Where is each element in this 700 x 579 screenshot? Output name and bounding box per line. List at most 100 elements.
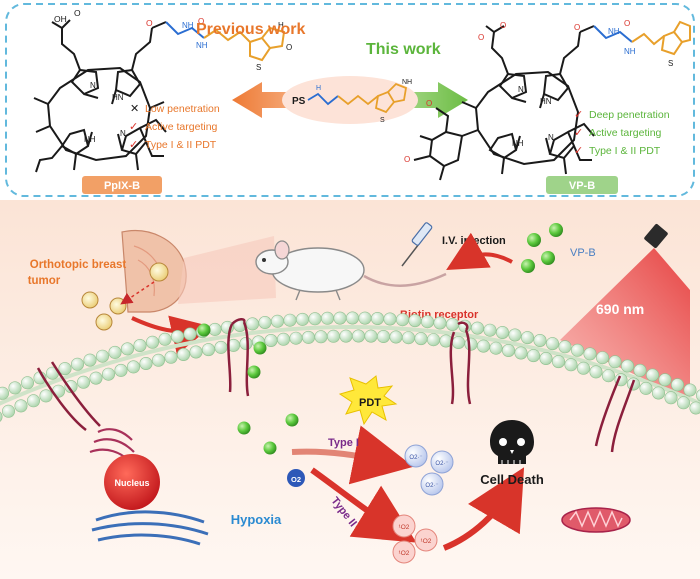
lipid-head [102,367,116,381]
ppixb-label-box [82,176,162,194]
check-icon: ✓ [129,121,138,133]
injection-label: I.V. injection [442,235,506,247]
wavelength-label: 690 nm [596,301,644,317]
right-biotin-chain [593,25,633,43]
lipid-head [470,321,484,335]
atom-o: O [286,43,292,52]
atom-o: O [146,18,153,28]
nucleus-label: Nucleus [114,478,149,488]
lipid-head [301,330,315,344]
vpb-structure [413,25,595,181]
feature-text: Active targeting [145,121,218,133]
linker-biotin [337,82,408,114]
lipid-head [20,376,34,390]
lipid-head [551,355,565,369]
atom-nh: NH [512,139,524,148]
atom-o: O [478,33,484,42]
lipid-head [464,337,478,351]
lipid-head [58,362,72,376]
lipid-head [239,336,253,350]
lipid-head [483,323,497,337]
lipid-head [508,328,522,342]
lipid-head [164,350,178,364]
radical-label: O2·⁻ [425,483,438,489]
lipid-head [520,331,534,345]
lipid-head [26,394,40,408]
check-icon: ✓ [574,127,583,139]
lipid-head [14,399,28,413]
lipid-head [426,333,440,347]
lipid-head [89,371,103,385]
pdt-label: PDT [359,397,381,409]
lipid-head [208,322,222,336]
lipid-head [127,360,141,374]
left-feature-list: ✕ Low penetration ✓ Active targeting ✓ T… [129,103,220,151]
lipid-head [676,396,690,410]
lipid-head [364,329,378,343]
check-icon: ✓ [574,109,583,121]
lipid-head [39,389,53,403]
atom-nh: NH [84,135,96,144]
laser-beam [560,248,690,400]
left-biotin-chain [203,26,286,62]
type1-label: Type I [328,437,359,449]
lipid-head [358,311,372,325]
lipid-head [408,314,422,328]
lipid-head [389,330,403,344]
this-work-title: This work [366,41,441,58]
lipid-head [501,343,515,357]
atom-h: H [316,85,321,92]
singlet-label: ¹O2 [421,538,432,545]
atom-s: S [256,63,261,72]
syringe-icon [401,222,433,267]
membrane-core [0,324,700,406]
atom-o: O [574,23,580,32]
lipid-head [146,335,160,349]
right-feature-list: ✓ Deep penetration ✓ Active targeting ✓ … [574,109,670,157]
lipid-head [0,386,9,400]
lipid-head [401,331,415,345]
zoom-beam [178,236,276,304]
lipid-head [64,380,78,394]
lipid-head [420,315,434,329]
lipid-head [264,333,278,347]
lipid-head [326,329,340,343]
lipid-head [370,311,384,325]
lipid-head [583,347,597,361]
check-icon: ✓ [574,145,583,157]
type1-arrow [291,425,414,485]
radical-label: O2·⁻ [409,455,422,461]
singlet-label: ¹O2 [399,524,410,531]
lipid-head [96,349,110,363]
lipid-head [526,349,540,363]
atom-hn: HN [112,93,124,102]
lipid-head [489,341,503,355]
lipid-head [558,340,572,354]
lipid-head [514,346,528,360]
dashed-arrow [120,281,155,305]
lipid-head [214,340,228,354]
feature-text: Deep penetration [589,109,670,121]
lipid-head [664,391,678,405]
lipid-head [645,368,659,382]
lipid-head [8,381,22,395]
lipid-head [445,317,459,331]
lipid-head [133,338,147,352]
lipid-head [576,361,590,375]
laser-icon [644,224,668,248]
atom-o: O [198,17,204,26]
lipid-head [320,311,334,325]
lipid-head [601,369,615,383]
lipid-head [258,315,272,329]
lipid-head [158,332,172,346]
singlet-oxygen-bubbles [392,514,438,564]
o2-bubble [287,469,305,487]
lipid-head [589,365,603,379]
lipid-head [476,339,490,353]
mitochondrion [561,507,631,533]
receptors [36,318,636,453]
vpb-side-label: VP-B [570,247,596,259]
lipid-head [108,345,122,359]
lipid-head [308,312,322,326]
